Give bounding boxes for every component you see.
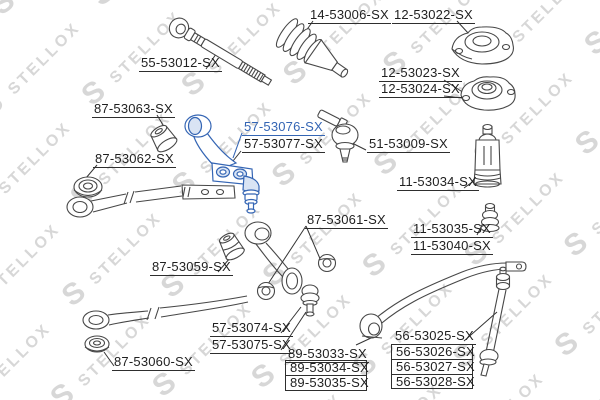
drawing-bump-stop bbox=[480, 202, 500, 233]
part-label-57-53075: 57-53075-SX bbox=[210, 337, 293, 354]
drawing-tie-rod-axial-joint bbox=[168, 17, 273, 86]
table-row: 89-53034-SX bbox=[290, 360, 369, 375]
drawing-bushing-62 bbox=[73, 176, 103, 198]
part-label-12-53024: 12-53024-SX bbox=[379, 81, 462, 98]
drawing-tie-rod-end bbox=[317, 109, 359, 163]
part-label-87-53059: 87-53059-SX bbox=[150, 259, 233, 276]
part-label-12-53022: 12-53022-SX bbox=[392, 7, 475, 24]
part-label-11-53035: 11-53035-SX bbox=[411, 221, 493, 238]
drawing-rear-arm bbox=[244, 221, 337, 317]
drawing-bushing-59 bbox=[218, 232, 245, 261]
drawing-stabilizer-bar bbox=[359, 261, 527, 339]
part-label-14-53006: 14-53006-SX bbox=[308, 7, 391, 24]
part-label-87-53063: 87-53063-SX bbox=[92, 101, 175, 118]
part-label-89-53033: 89-53033-SX bbox=[286, 346, 369, 363]
table-row: 89-53035-SX bbox=[286, 374, 369, 390]
drawing-steering-boot bbox=[275, 18, 349, 78]
part-label-57-53077: 57-53077-SX bbox=[242, 136, 325, 153]
part-label-11-53040: 11-53040-SX bbox=[411, 238, 493, 255]
part-label-87-53062: 87-53062-SX bbox=[93, 151, 176, 168]
drawing-control-arm-highlighted bbox=[184, 114, 260, 214]
drawing-strut-mount-lower bbox=[460, 76, 516, 111]
drawing-tie-bar bbox=[82, 295, 249, 330]
part-label-87-53061: 87-53061-SX bbox=[305, 212, 388, 229]
part-label-57-53074: 57-53074-SX bbox=[210, 320, 293, 337]
drawing-bushing-63 bbox=[150, 124, 178, 153]
table-row: 56-53026-SX bbox=[396, 344, 475, 359]
drawing-stabilizer-link bbox=[479, 266, 511, 377]
table-row: 56-53027-SX bbox=[392, 358, 475, 374]
parts-table-89: 89-53034-SX 89-53035-SX bbox=[285, 360, 369, 391]
part-label-51-53009: 51-53009-SX bbox=[367, 136, 450, 153]
parts-table-56: 56-53026-SX 56-53027-SX 56-53028-SX bbox=[391, 344, 475, 390]
drawing-strut-mount-upper bbox=[451, 26, 514, 65]
drawing-centre-link bbox=[66, 184, 236, 218]
drawing-shock-boot bbox=[473, 123, 502, 188]
part-label-56-53025: 56-53025-SX bbox=[393, 328, 476, 345]
table-row: 56-53028-SX bbox=[392, 373, 475, 389]
part-label-11-53034: 11-53034-SX bbox=[397, 174, 479, 191]
part-label-55-53012: 55-53012-SX bbox=[139, 55, 222, 72]
part-label-57-53076-highlighted[interactable]: 57-53076-SX bbox=[242, 119, 325, 136]
drawing-grommet-60 bbox=[84, 335, 110, 353]
part-label-87-53060: 87-53060-SX bbox=[112, 354, 195, 371]
part-label-12-53023: 12-53023-SX bbox=[379, 65, 462, 82]
